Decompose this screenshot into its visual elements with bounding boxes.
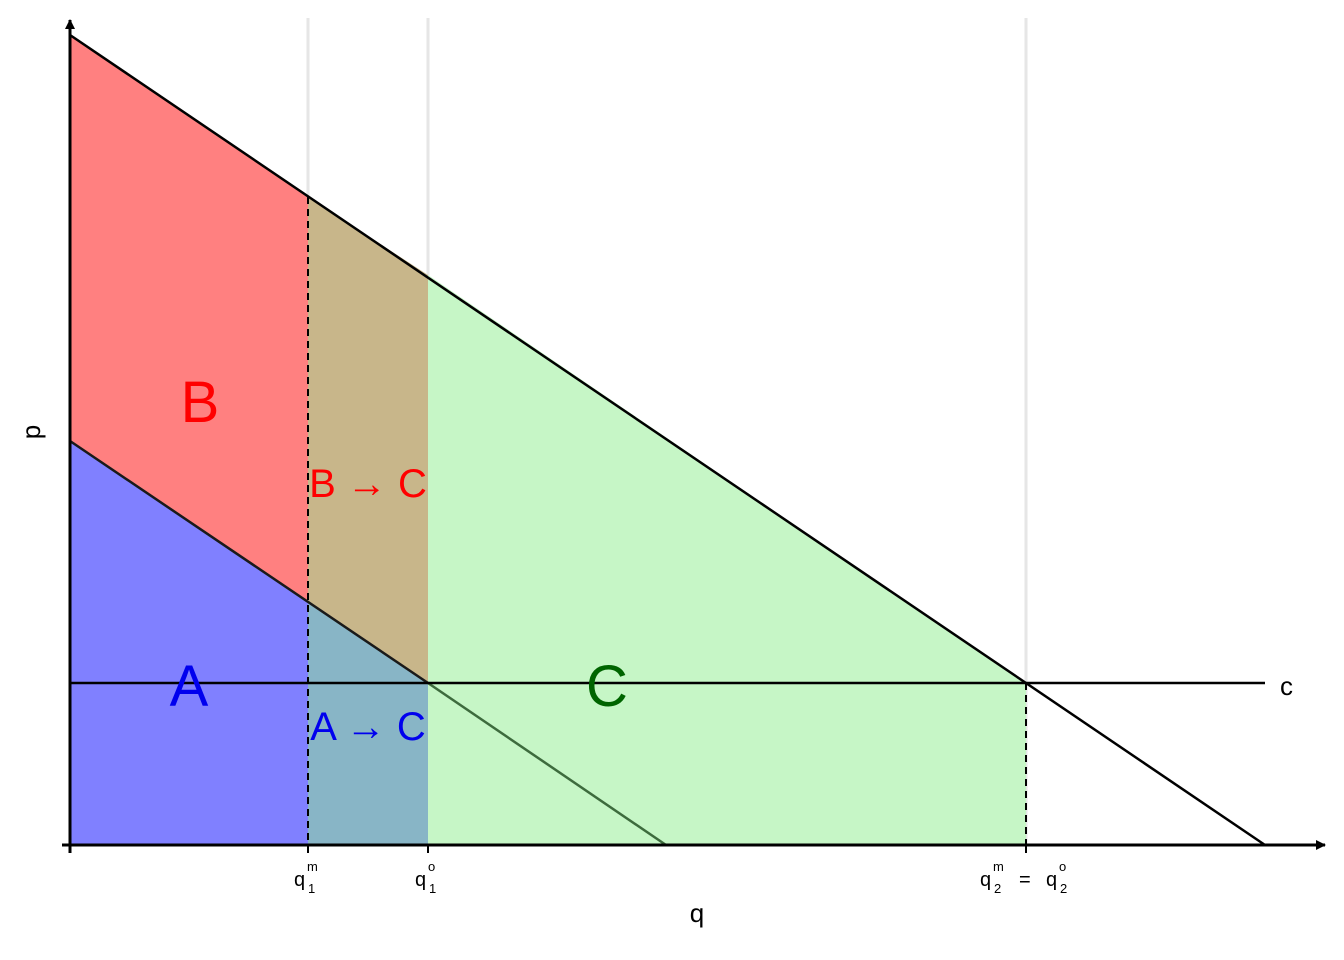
tick-q2o-sup: o: [1059, 859, 1066, 874]
tick-q1m-sup: m: [307, 859, 318, 874]
demand-curve-high: [69, 33, 1266, 847]
tick-q1o-base: q: [415, 869, 426, 891]
region-a-to-c-fill: [308, 601, 428, 845]
x-axis-title: q: [690, 898, 704, 928]
region-label-b: B: [181, 370, 220, 435]
region-label-a: A: [170, 654, 209, 719]
region-c-fill: [428, 275, 1026, 845]
region-label-a-to-c: A → C: [310, 705, 426, 749]
region-a-fill: [70, 441, 308, 845]
region-b-to-c-fill: [308, 197, 428, 683]
y-axis-title: p: [16, 425, 46, 439]
tick-label-q1m: q m 1: [294, 859, 318, 896]
region-label-b-to-c: B → C: [309, 462, 427, 506]
tick-q1o-sub: 1: [429, 881, 436, 896]
tick-q2o-sub: 2: [1060, 881, 1067, 896]
demand-curve-low-dark: [69, 439, 429, 685]
tick-q2-equals: =: [1019, 869, 1031, 891]
cost-line-label: c: [1280, 671, 1293, 701]
demand-curve-low-extension: [427, 681, 667, 847]
tick-q2m-sup: m: [993, 859, 1004, 874]
region-b-fill: [70, 35, 308, 601]
tick-label-q1o: q o 1: [415, 859, 436, 896]
tick-q2m-sub: 2: [994, 881, 1001, 896]
tick-q1o-sup: o: [428, 859, 435, 874]
tick-q2o-base: q: [1046, 869, 1057, 891]
tick-q1m-sub: 1: [308, 881, 315, 896]
tick-q2m-base: q: [980, 869, 991, 891]
tick-q1m-base: q: [294, 869, 305, 891]
region-label-c: C: [586, 654, 628, 719]
tick-label-q2: q m 2 = q o 2: [980, 859, 1067, 896]
